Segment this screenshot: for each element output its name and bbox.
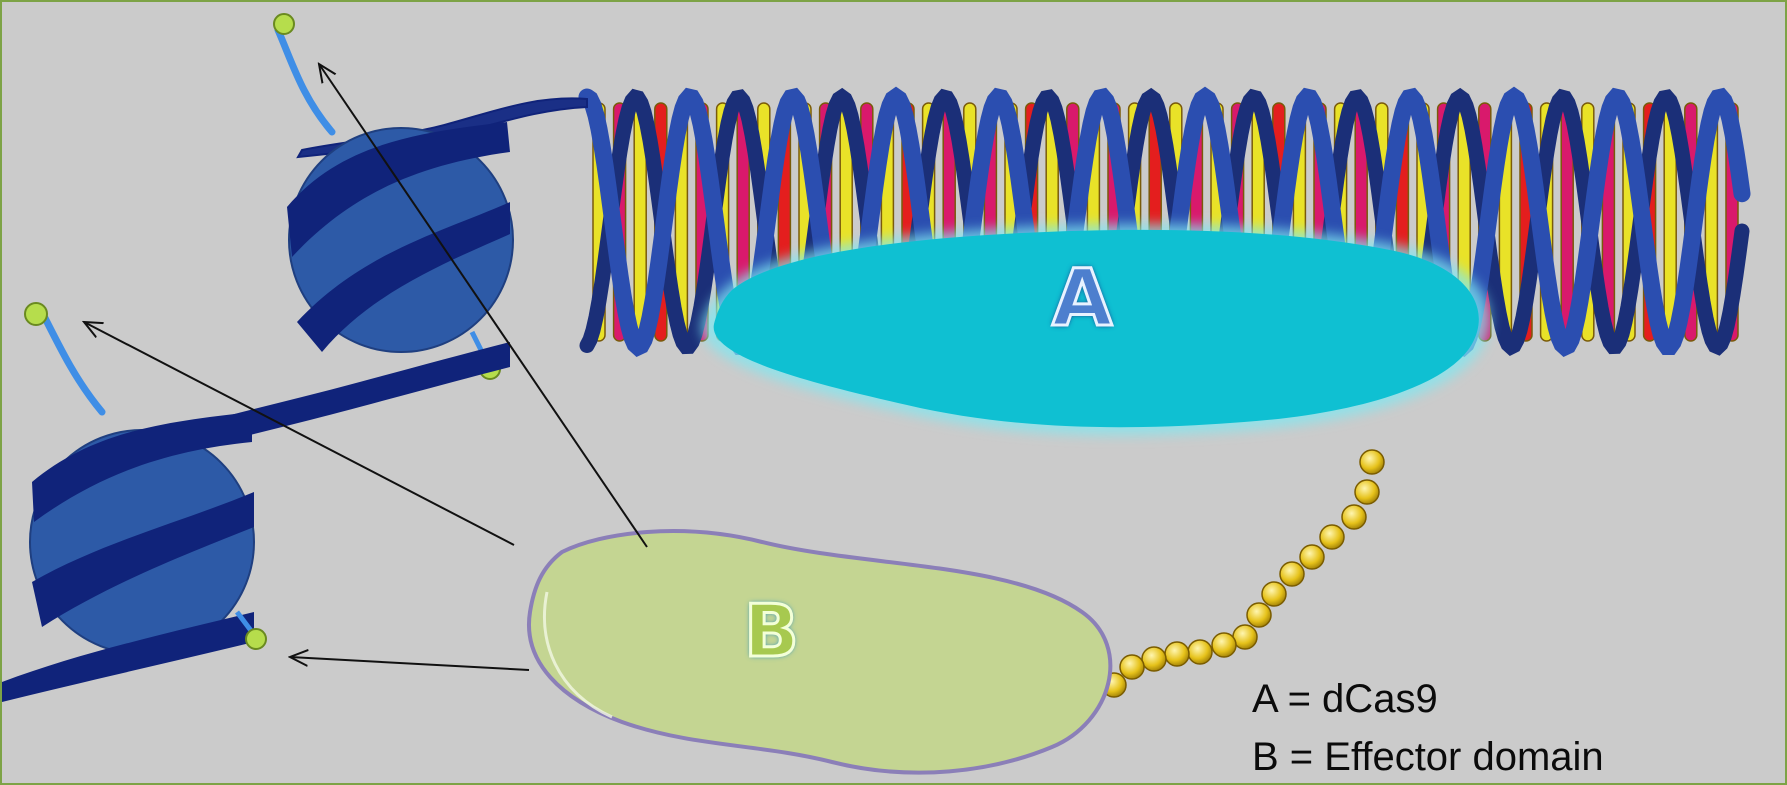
linker-bead	[1262, 582, 1286, 606]
linker-bead	[1142, 647, 1166, 671]
nucleosome-upper	[274, 14, 513, 379]
histone-tail-tip	[25, 303, 47, 325]
linker-bead	[1300, 545, 1324, 569]
linker-bead	[1188, 640, 1212, 664]
linker-bead	[1120, 655, 1144, 679]
linker-bead	[1212, 633, 1236, 657]
linker-bead	[1320, 525, 1344, 549]
histone-tail-tip	[274, 14, 294, 34]
linker-bead	[1360, 450, 1384, 474]
arrow-to-lower-tail	[290, 657, 529, 670]
linker-bead	[1247, 603, 1271, 627]
dcas9-label: A	[1052, 254, 1112, 344]
linker-bead	[1342, 505, 1366, 529]
effector-domain-label: B	[744, 589, 799, 673]
peptide-linker-chain	[1102, 450, 1384, 697]
nucleosome-lower	[2, 303, 266, 702]
effector-domain-protein	[529, 531, 1110, 773]
legend-item-dcas9: A = dCas9	[1252, 670, 1604, 728]
legend: A = dCas9 B = Effector domain	[1252, 670, 1604, 785]
histone-tail	[278, 30, 332, 132]
linker-bead	[1165, 642, 1189, 666]
histone-tail-tip	[246, 629, 266, 649]
linker-bead	[1280, 562, 1304, 586]
linker-bead	[1355, 480, 1379, 504]
legend-item-effector: B = Effector domain	[1252, 728, 1604, 785]
